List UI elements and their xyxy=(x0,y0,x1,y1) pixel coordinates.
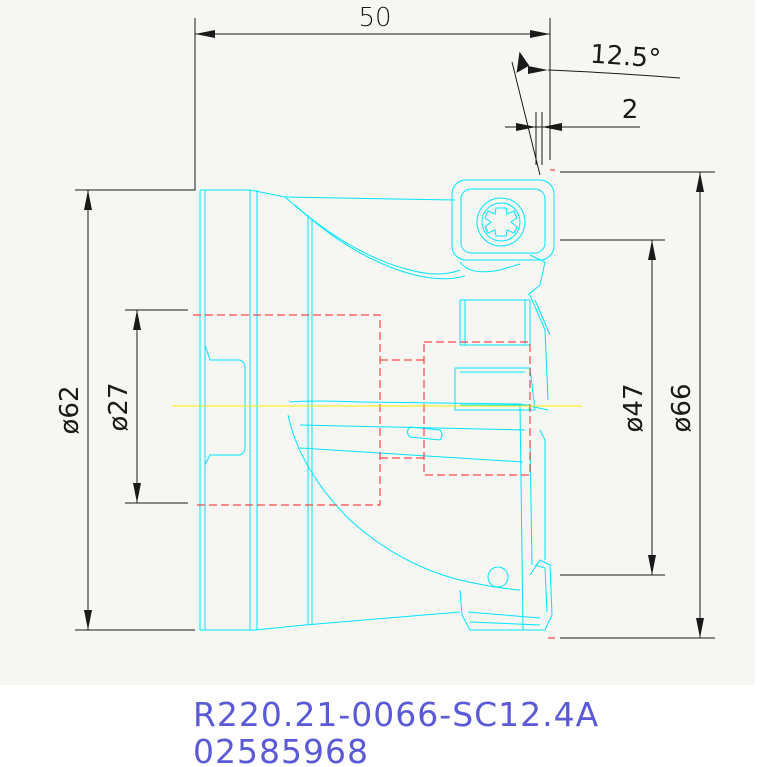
part-number: 02585968 xyxy=(193,732,369,767)
dim-outer-diameter-label: ø62 xyxy=(55,386,85,435)
part-code: R220.21-0066-SC12.4A xyxy=(193,695,599,734)
cutter-body-outline xyxy=(199,179,555,631)
dim-pilot-diameter-label: ø47 xyxy=(619,384,649,433)
dim-offset-label: 2 xyxy=(622,95,639,125)
dim-angle-label: 12.5° xyxy=(589,40,662,75)
dim-length-label: 50 xyxy=(358,3,391,33)
dimension-lines xyxy=(75,18,715,639)
dimension-arrows xyxy=(84,30,704,638)
dim-cutting-diameter-label: ø66 xyxy=(667,384,697,433)
hidden-lines xyxy=(193,169,555,639)
drawing-area xyxy=(0,0,755,685)
dim-bore-diameter-label: ø27 xyxy=(104,383,134,432)
